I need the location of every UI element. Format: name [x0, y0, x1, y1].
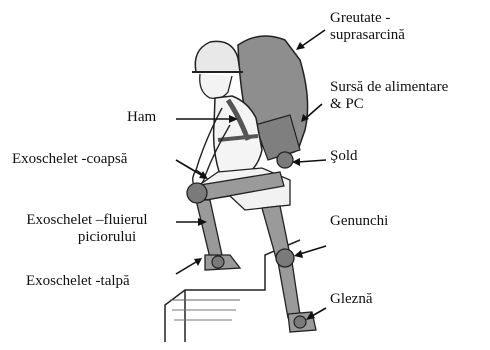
label-exo-shin-line2: piciorului	[2, 229, 172, 246]
label-power: Sursă de alimentare & PC	[330, 79, 448, 113]
label-load-line2: suprasarcină	[330, 27, 405, 44]
label-harness: Ham	[127, 109, 156, 126]
head	[192, 41, 243, 98]
label-exo-foot: Exoschelet -talpă	[26, 273, 130, 290]
label-knee: Genunchi	[330, 213, 388, 230]
label-exo-shin-line1: Exoschelet –fluierul	[2, 212, 172, 229]
label-load-line1: Greutate -	[330, 10, 405, 27]
label-power-line1: Sursă de alimentare	[330, 79, 448, 96]
label-power-line2: & PC	[330, 96, 448, 113]
label-exo-thigh: Exoschelet -coapsă	[12, 151, 127, 168]
label-exo-shin: Exoschelet –fluierul piciorului	[2, 212, 172, 246]
label-ankle: Gleznă	[330, 291, 372, 308]
label-load: Greutate - suprasarcină	[330, 10, 405, 44]
label-hip: Şold	[330, 148, 358, 165]
